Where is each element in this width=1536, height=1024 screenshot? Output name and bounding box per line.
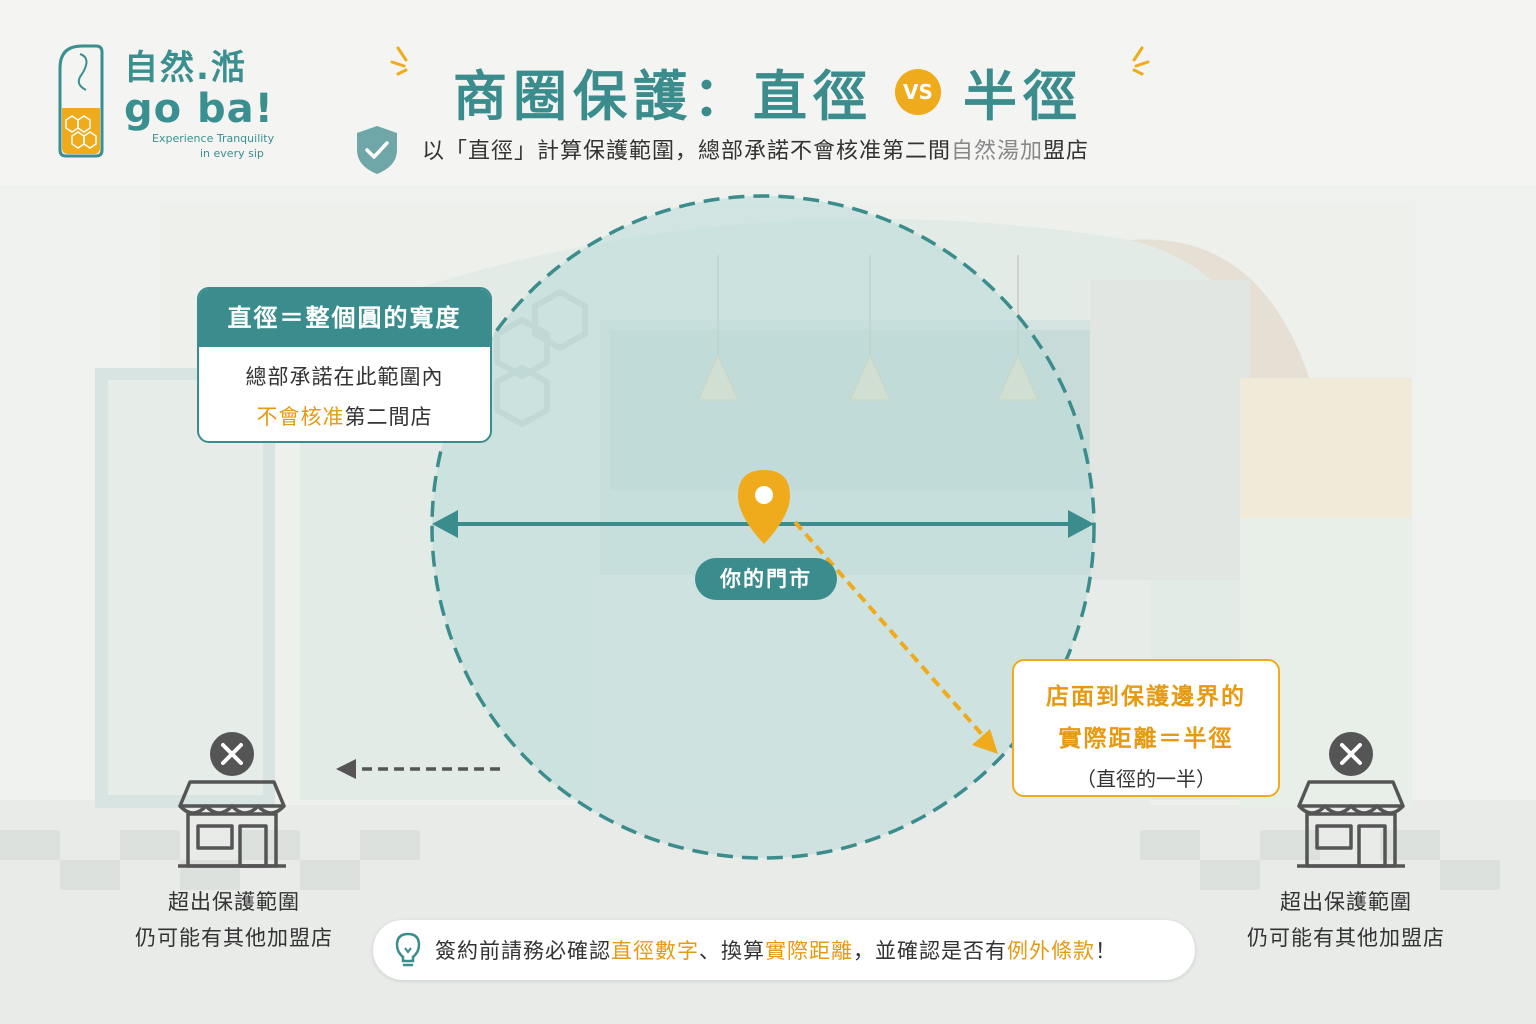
diameter-box-header: 直徑＝整個圓的寬度 [199, 289, 490, 347]
radius-box-line3: （直徑的一半） [1076, 767, 1216, 791]
tip-p3: ，並確認是否有 [853, 939, 1007, 963]
radius-box-line1: 店面到保護邊界的 [1046, 684, 1246, 710]
diameter-info-box: 直徑＝整個圓的寬度 總部承諾在此範圍內 不會核准第二間店 [197, 287, 492, 443]
subtitle-main: 以「直徑」計算保護範圍，總部承諾不會核准第二間 [422, 139, 952, 164]
brand-logo-icon [58, 44, 104, 158]
tip-text: 簽約前請務必確認直徑數字、換算實際距離，並確認是否有例外條款！ [435, 935, 1117, 965]
diameter-box-highlight: 不會核准 [256, 405, 345, 429]
logo-english-name: go ba! [124, 86, 274, 132]
logo-chinese-name: 自然.湉 [124, 48, 247, 88]
outside-left-line2: 仍可能有其他加盟店 [135, 926, 333, 950]
subtitle-brand: 自然湯加 [951, 139, 1044, 164]
tip-p4: ！ [1095, 939, 1117, 963]
diameter-box-line2: 不會核准第二間店 [199, 401, 490, 431]
title-right: 半徑 [963, 65, 1083, 128]
location-pin-icon [738, 470, 790, 544]
radius-box-line2: 實際距離＝半徑 [1058, 726, 1234, 752]
logo-tagline-2: in every sip [200, 147, 264, 160]
outside-arrow-head [336, 759, 356, 779]
outside-left-line1: 超出保護範圍 [168, 890, 300, 914]
outside-store-right-icon [1297, 732, 1405, 868]
outside-right-line2: 仍可能有其他加盟店 [1247, 926, 1445, 950]
outside-left-caption: 超出保護範圍 仍可能有其他加盟店 [84, 884, 384, 956]
diameter-box-rest: 第二間店 [344, 405, 433, 429]
tip-h1: 直徑數字 [611, 939, 699, 963]
subtitle: 以「直徑」計算保護範圍，總部承諾不會核准第二間自然湯加盟店 [422, 133, 1089, 165]
radius-info-box: 店面到保護邊界的 實際距離＝半徑 （直徑的一半） [1012, 659, 1280, 797]
outside-right-line1: 超出保護範圍 [1280, 890, 1412, 914]
tip-p2: 、換算 [699, 939, 765, 963]
tip-h2: 實際距離 [765, 939, 853, 963]
diameter-arrow-left [432, 510, 458, 538]
radius-arrow-head [972, 729, 998, 754]
tip-h3: 例外條款 [1007, 939, 1095, 963]
header-band [0, 0, 1536, 185]
subtitle-end: 盟店 [1043, 139, 1090, 164]
title-left: 商圈保護：直徑 [453, 65, 873, 128]
page-title: 商圈保護：直徑 VS 半徑 [0, 52, 1536, 131]
outside-right-caption: 超出保護範圍 仍可能有其他加盟店 [1196, 884, 1496, 956]
diameter-arrow-right [1068, 510, 1094, 538]
lightbulb-icon [395, 932, 421, 967]
vs-badge: VS [895, 68, 941, 115]
logo-tagline-1: Experience Tranquility [152, 132, 275, 145]
outside-store-left-icon [178, 732, 286, 868]
shield-check-icon [357, 126, 397, 174]
diameter-box-line1: 總部承諾在此範圍內 [245, 365, 444, 389]
your-store-label: 你的門市 [695, 558, 837, 600]
sparkle-right-icon [1132, 46, 1150, 76]
tip-p1: 簽約前請務必確認 [435, 939, 611, 963]
tip-banner: 簽約前請務必確認直徑數字、換算實際距離，並確認是否有例外條款！ [373, 920, 1195, 980]
sparkle-left-icon [390, 46, 408, 76]
